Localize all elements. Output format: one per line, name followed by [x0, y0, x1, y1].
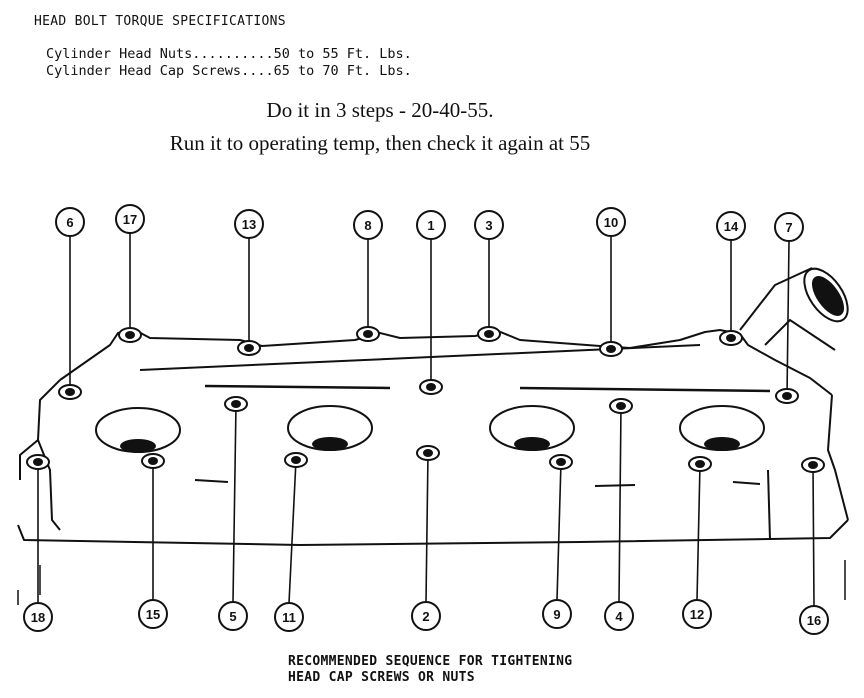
- callout-circle: [234, 209, 264, 239]
- sequence-callout-3: 3: [474, 210, 504, 240]
- leader-line-2: [425, 452, 429, 603]
- callout-circle: [474, 210, 504, 240]
- callout-circle: [716, 211, 746, 241]
- callout-number: 1: [427, 218, 434, 233]
- bolt-hole-16: [801, 457, 825, 473]
- bolt-hole-7: [775, 388, 799, 404]
- bolt-hole-9: [549, 454, 573, 470]
- spec-head-nuts: Cylinder Head Nuts..........50 to 55 Ft.…: [46, 46, 412, 62]
- callout-circle: [218, 601, 248, 631]
- callout-number: 16: [807, 613, 821, 628]
- callout-number: 18: [31, 610, 45, 625]
- callout-number: 5: [229, 609, 236, 624]
- note-steps: Do it in 3 steps - 20-40-55.: [266, 98, 494, 122]
- sequence-callout-11: 11: [274, 602, 304, 632]
- callout-circle: [799, 605, 829, 635]
- sequence-callout-12: 12: [682, 599, 712, 629]
- callout-number: 10: [604, 215, 618, 230]
- bolt-hole-12: [688, 456, 712, 472]
- callout-number: 8: [364, 218, 371, 233]
- bolt-hole-1: [419, 379, 443, 395]
- combustion-chambers: [95, 405, 765, 453]
- callout-number: 13: [242, 217, 256, 232]
- sequence-callout-10: 10: [596, 207, 626, 237]
- sequence-callout-9: 9: [542, 599, 572, 629]
- caption-cap-screws: HEAD CAP SCREWS OR NUTS: [288, 670, 475, 685]
- sequence-callout-6: 6: [55, 207, 85, 237]
- callout-circle: [542, 599, 572, 629]
- callout-circle: [411, 601, 441, 631]
- cylinder-head-outline: [17, 329, 849, 605]
- callout-number: 11: [282, 610, 296, 625]
- spec-cap-screws: Cylinder Head Cap Screws....65 to 70 Ft.…: [46, 63, 412, 79]
- leader-line-5: [232, 403, 237, 603]
- leader-line-4: [618, 405, 622, 603]
- water-outlet-pipe: [739, 267, 849, 351]
- callout-circle: [274, 602, 304, 632]
- callout-circle: [23, 602, 53, 632]
- bolt-holes: [26, 326, 825, 473]
- leader-line-7: [786, 240, 790, 397]
- leader-line-11: [288, 459, 297, 604]
- bolt-hole-10: [599, 341, 623, 357]
- callout-circle: [115, 204, 145, 234]
- callout-circle: [138, 599, 168, 629]
- bolt-hole-13: [237, 340, 261, 356]
- callout-number: 12: [690, 607, 704, 622]
- callout-circle: [55, 207, 85, 237]
- note-recheck: Run it to operating temp, then check it …: [169, 131, 591, 155]
- callout-number: 17: [123, 212, 137, 227]
- bolt-hole-2: [416, 445, 440, 461]
- sequence-callout-1: 1: [416, 210, 446, 240]
- bolt-hole-4: [609, 398, 633, 414]
- callout-circle: [682, 599, 712, 629]
- chamber-1: [95, 407, 181, 453]
- callout-number: 9: [553, 607, 560, 622]
- bolt-hole-8: [356, 326, 380, 342]
- callout-number: 3: [485, 218, 492, 233]
- callout-circle: [604, 601, 634, 631]
- sequence-callout-16: 16: [799, 605, 829, 635]
- callout-number: 14: [724, 219, 739, 234]
- bolt-hole-14: [719, 330, 743, 346]
- sequence-callout-8: 8: [353, 210, 383, 240]
- callout-number: 7: [785, 220, 792, 235]
- sequence-callout-17: 17: [115, 204, 145, 234]
- leader-line-16: [812, 464, 815, 607]
- bolt-hole-18: [26, 454, 50, 470]
- leader-lines: [37, 233, 815, 607]
- leader-line-9: [556, 461, 562, 601]
- sequence-callout-14: 14: [716, 211, 746, 241]
- sequence-callout-2: 2: [411, 601, 441, 631]
- sequence-callout-7: 7: [774, 212, 804, 242]
- bolt-hole-6: [58, 384, 82, 400]
- spec-title: HEAD BOLT TORQUE SPECIFICATIONS: [34, 14, 286, 29]
- bolt-hole-15: [141, 453, 165, 469]
- bolt-hole-11: [284, 452, 308, 468]
- bolt-hole-5: [224, 396, 248, 412]
- chamber-4: [679, 405, 765, 451]
- bolt-hole-17: [118, 327, 142, 343]
- callout-circle: [353, 210, 383, 240]
- sequence-callout-18: 18: [23, 602, 53, 632]
- callout-number: 2: [422, 609, 429, 624]
- callout-circle: [596, 207, 626, 237]
- chamber-3: [489, 405, 575, 451]
- sequence-callout-13: 13: [234, 209, 264, 239]
- sequence-callout-5: 5: [218, 601, 248, 631]
- leader-line-12: [696, 463, 701, 601]
- bolt-hole-3: [477, 326, 501, 342]
- sequence-callout-15: 15: [138, 599, 168, 629]
- callout-circle: [416, 210, 446, 240]
- callout-number: 4: [615, 609, 623, 624]
- sequence-callout-4: 4: [604, 601, 634, 631]
- callout-number: 6: [66, 215, 73, 230]
- callout-number: 15: [146, 607, 160, 622]
- caption-sequence: RECOMMENDED SEQUENCE FOR TIGHTENING: [288, 654, 573, 669]
- callout-circle: [774, 212, 804, 242]
- chamber-2: [287, 405, 373, 451]
